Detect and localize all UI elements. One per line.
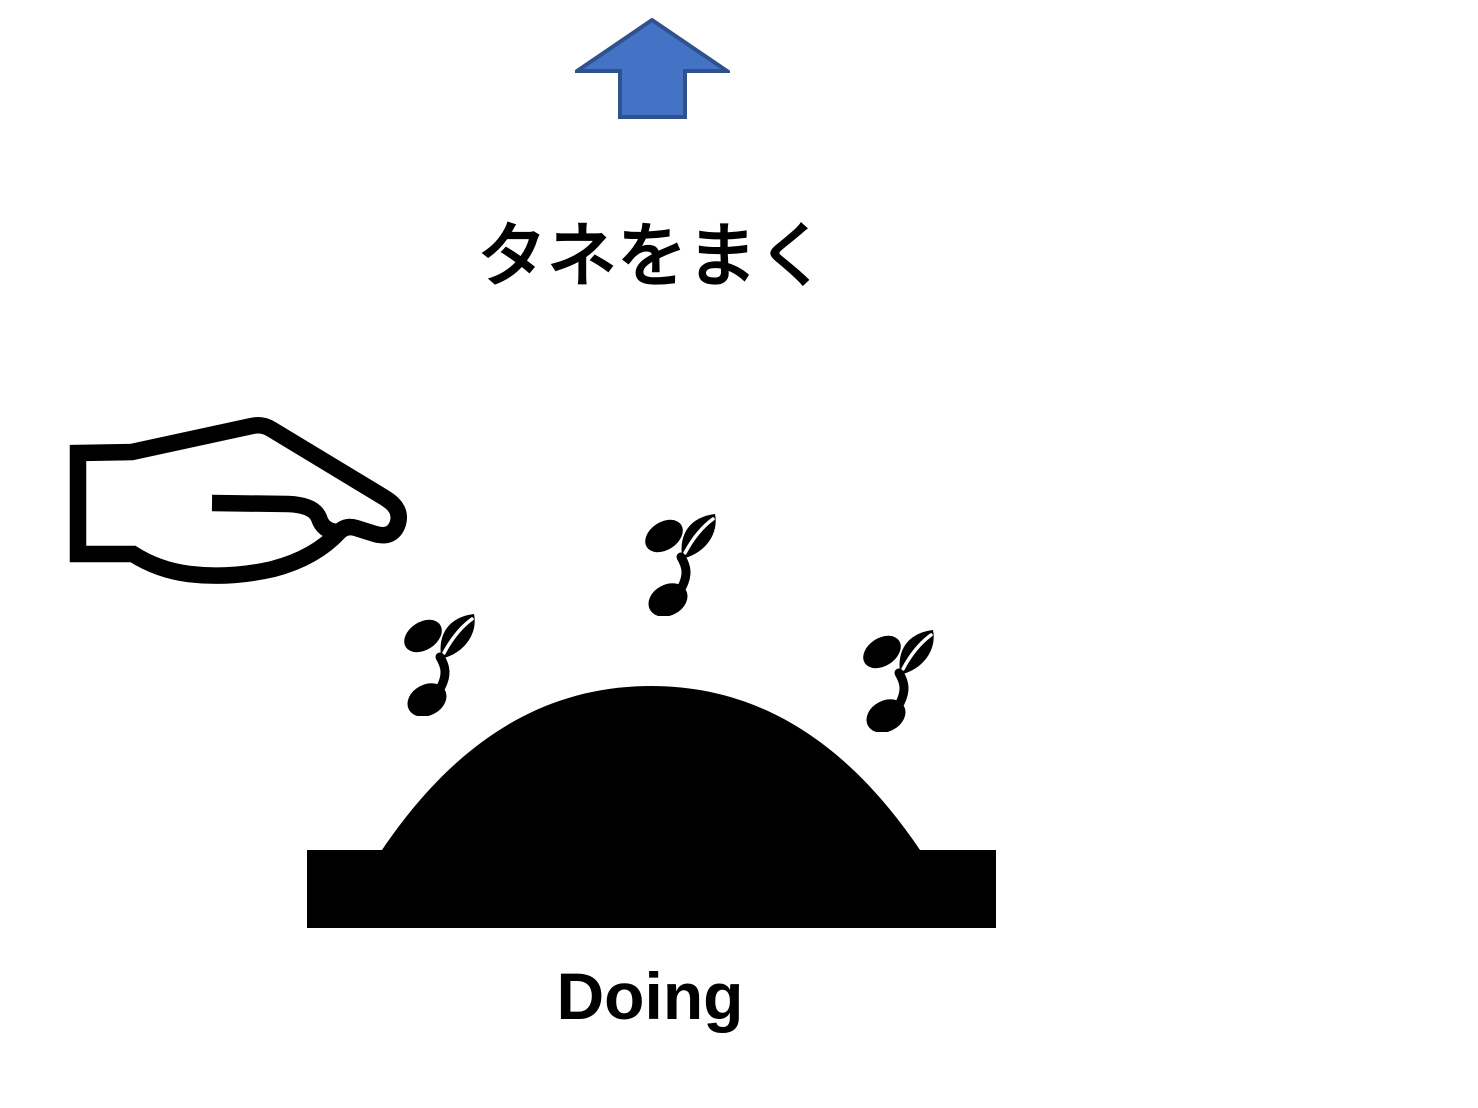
caption-label: Doing xyxy=(556,959,744,1033)
sprout-glyph xyxy=(643,513,716,616)
soil-mound-icon xyxy=(307,686,996,928)
page-title: タネをまく xyxy=(477,217,827,295)
up-arrow-icon xyxy=(575,18,730,119)
hand-outline-shape xyxy=(69,417,407,584)
seed-sprout-icon xyxy=(643,512,719,616)
soil-mound-shape xyxy=(307,686,996,928)
up-arrow-shape xyxy=(575,18,730,119)
hand-offering-seeds-icon xyxy=(69,417,407,584)
hand-finger-line xyxy=(211,494,339,541)
